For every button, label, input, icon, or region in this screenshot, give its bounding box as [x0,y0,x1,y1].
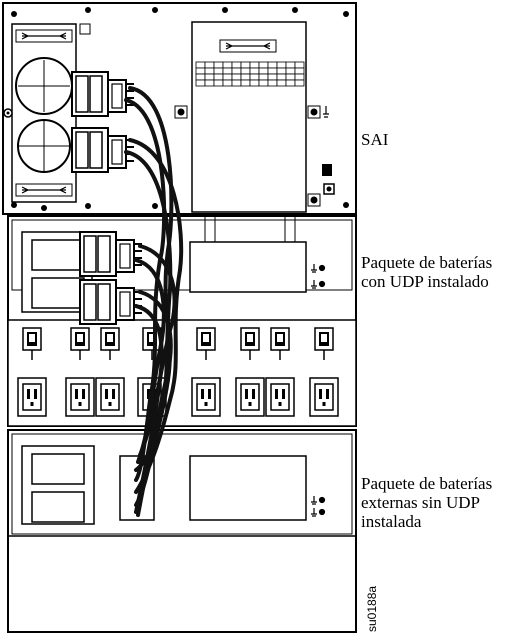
ups-indicator [322,164,332,176]
ups-electronics-module [191,21,307,213]
battery-pack-with-pdu [7,215,357,427]
label-pack-without-pdu: Paquete de baterías externas sin UDP ins… [361,474,492,531]
battery-pack-without-pdu [7,429,357,633]
label-pack-without-pdu-line1: Paquete de baterías [361,474,493,493]
pdu-outlet [235,377,265,417]
label-pack-with-pdu-line2: con UDP instalado [361,272,489,291]
ups-fan-top [15,57,73,115]
battery-connector [71,71,134,117]
label-sai: SAI [361,130,389,149]
pdu-outlet [309,377,339,417]
pdu-ground-symbols [311,264,326,289]
pdu-outlets [17,327,339,417]
external-ground-symbols [311,496,326,517]
label-pack-without-pdu-line3: instalada [361,512,422,531]
pdu-breaker [22,327,42,360]
battery-connectors [71,71,142,325]
ups-vent-grid [195,61,305,87]
ups-ground-symbol [323,106,329,118]
ups-mount-screws [174,105,321,207]
battery-connector [71,127,134,173]
pdu-breaker [314,327,334,360]
ups-handle-top [15,29,73,43]
ups-handle-bottom [15,183,73,197]
pdu-outlet [95,377,125,417]
ups-module-handle [219,39,277,53]
ups-fan-bottom [17,119,71,173]
pdu-outlet [65,377,95,417]
pdu-outlet [265,377,295,417]
ups-unit [2,2,357,215]
pdu-breaker [240,327,260,360]
label-pack-with-pdu: Paquete de baterías con UDP instalado [361,253,492,291]
battery-connector [79,279,142,325]
pdu-outlet-strip [7,319,357,427]
pdu-breaker [270,327,290,360]
pdu-breaker [100,327,120,360]
pdu-breaker [70,327,90,360]
battery-cables [124,86,184,517]
pdu-breaker [196,327,216,360]
label-pack-with-pdu-line1: Paquete de baterías [361,253,493,272]
battery-connector [79,231,142,277]
label-pack-without-pdu-line2: externas sin UDP [361,493,480,512]
pdu-outlet [17,377,47,417]
pdu-outlet [191,377,221,417]
figure-code: su0188a [365,585,379,632]
